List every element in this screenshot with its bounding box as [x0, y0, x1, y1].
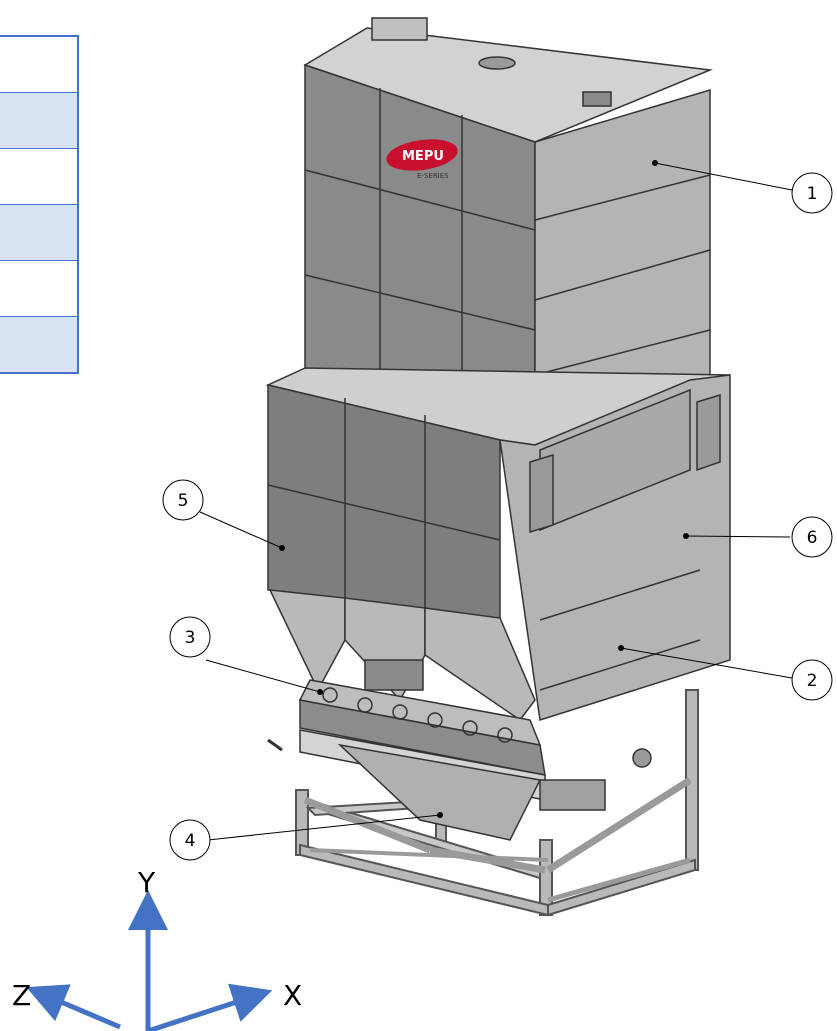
logo-subtext: E-SERIES: [417, 172, 449, 180]
table-row: [0, 317, 77, 372]
hoppers: [268, 589, 536, 722]
callout-6: [791, 516, 833, 558]
table-row: [0, 205, 77, 261]
table-row: [0, 93, 77, 149]
axis-triad: [26, 890, 273, 1031]
callout-5: [162, 479, 204, 521]
y-axis-label: Y: [137, 866, 156, 899]
callout-label: 2: [807, 671, 818, 691]
callout-1: [791, 172, 833, 214]
callout-label: 6: [807, 528, 818, 548]
z-axis-arrow: [26, 984, 121, 1030]
table-row: [0, 149, 77, 205]
upper-column: [303, 17, 713, 447]
x-axis-arrow: [147, 983, 273, 1031]
discharge-trough: [267, 679, 652, 841]
callout-2: [791, 659, 833, 701]
table-row: [0, 261, 77, 317]
z-axis-label: Z: [12, 979, 31, 1012]
x-axis-label: X: [283, 979, 302, 1012]
table-row: [0, 37, 77, 93]
mepu-logo: MEPU E-SERIES: [386, 139, 458, 180]
lower-housing: [265, 367, 731, 721]
callout-3: [169, 616, 211, 658]
callout-label: 4: [185, 831, 196, 851]
callout-label: 3: [185, 628, 196, 648]
callout-label: 1: [807, 184, 818, 204]
callout-4: [169, 819, 211, 861]
table-fragment: [0, 35, 79, 374]
logo-text: MEPU: [402, 149, 444, 164]
callout-label: 5: [178, 491, 189, 511]
